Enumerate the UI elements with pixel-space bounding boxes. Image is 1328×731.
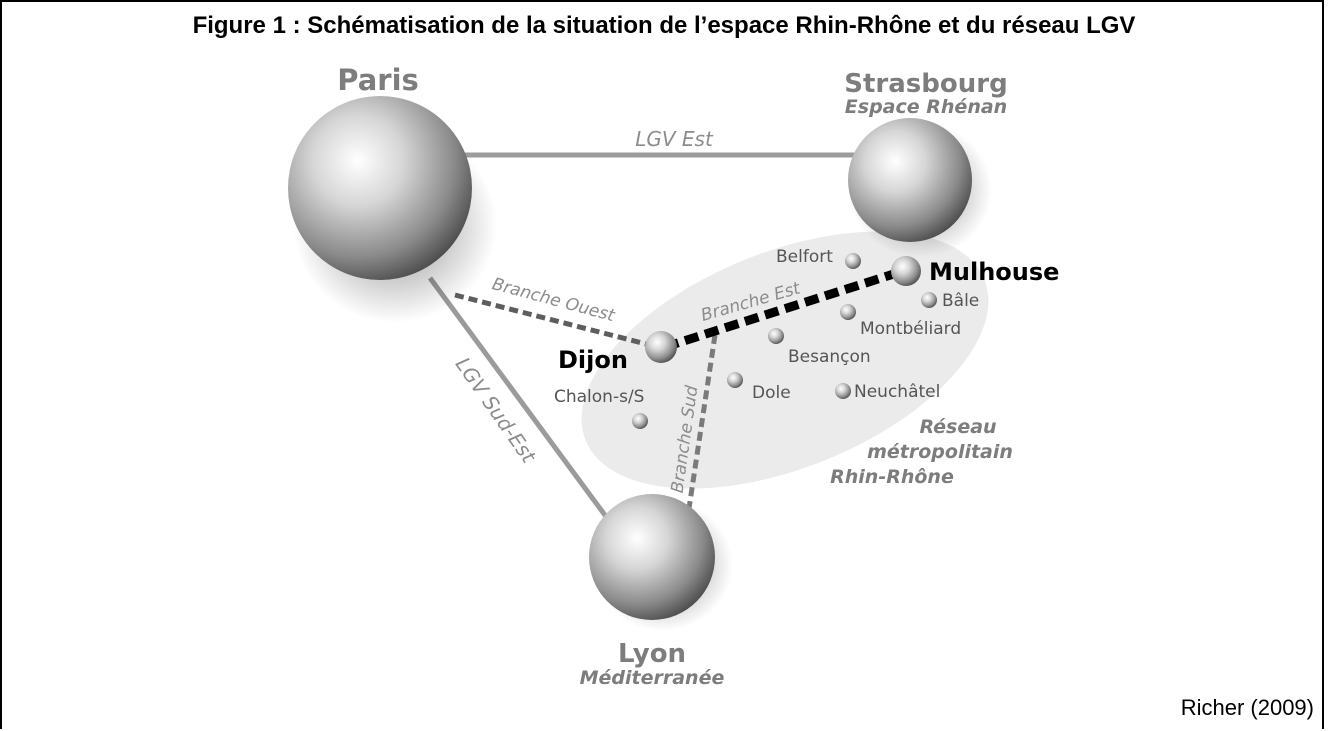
bale-label: Bâle xyxy=(942,291,979,311)
dole-label: Dole xyxy=(752,383,791,403)
neuchatel-sphere xyxy=(835,383,851,399)
besancon-label: Besançon xyxy=(788,347,871,367)
mulhouse-sphere xyxy=(891,256,921,286)
lgv-est-label: LGV Est xyxy=(635,127,714,151)
strasbourg-region-label: Espace Rhénan xyxy=(845,96,1007,118)
besancon-sphere xyxy=(768,328,784,344)
dole-sphere xyxy=(727,372,743,388)
lyon-label: Lyon xyxy=(618,639,686,669)
belfort-sphere xyxy=(845,253,861,269)
branche-ouest-line xyxy=(454,292,651,348)
figure-title: Figure 1 : Schématisation de la situatio… xyxy=(192,12,1136,39)
paris-label: Paris xyxy=(337,63,419,97)
network-label-line1: Réseau xyxy=(919,416,996,438)
paris-sphere xyxy=(288,96,472,280)
montbeliard-label: Montbéliard xyxy=(860,319,961,339)
dijon-sphere xyxy=(645,331,677,363)
strasbourg-label: Strasbourg xyxy=(844,69,1007,99)
lyon-sphere xyxy=(589,494,715,620)
figure-credit: Richer (2009) xyxy=(1180,695,1314,720)
mulhouse-label: Mulhouse xyxy=(929,258,1059,286)
neuchatel-label: Neuchâtel xyxy=(854,382,940,402)
rhin-rhone-area xyxy=(581,231,989,489)
branche-sud-line xyxy=(685,334,718,516)
chalon-sphere xyxy=(632,413,648,429)
network-label-line2: métropolitain xyxy=(867,441,1013,463)
bale-sphere xyxy=(921,292,937,308)
network-label-line3: Rhin-Rhône xyxy=(830,466,954,488)
chalon-label: Chalon-s/S xyxy=(554,387,644,407)
lgv-sud-est-line xyxy=(427,276,613,524)
belfort-label: Belfort xyxy=(776,247,833,267)
montbeliard-sphere xyxy=(840,304,856,320)
lyon-region-label: Méditerranée xyxy=(580,667,725,689)
strasbourg-sphere xyxy=(848,118,972,242)
dijon-label: Dijon xyxy=(558,346,628,374)
